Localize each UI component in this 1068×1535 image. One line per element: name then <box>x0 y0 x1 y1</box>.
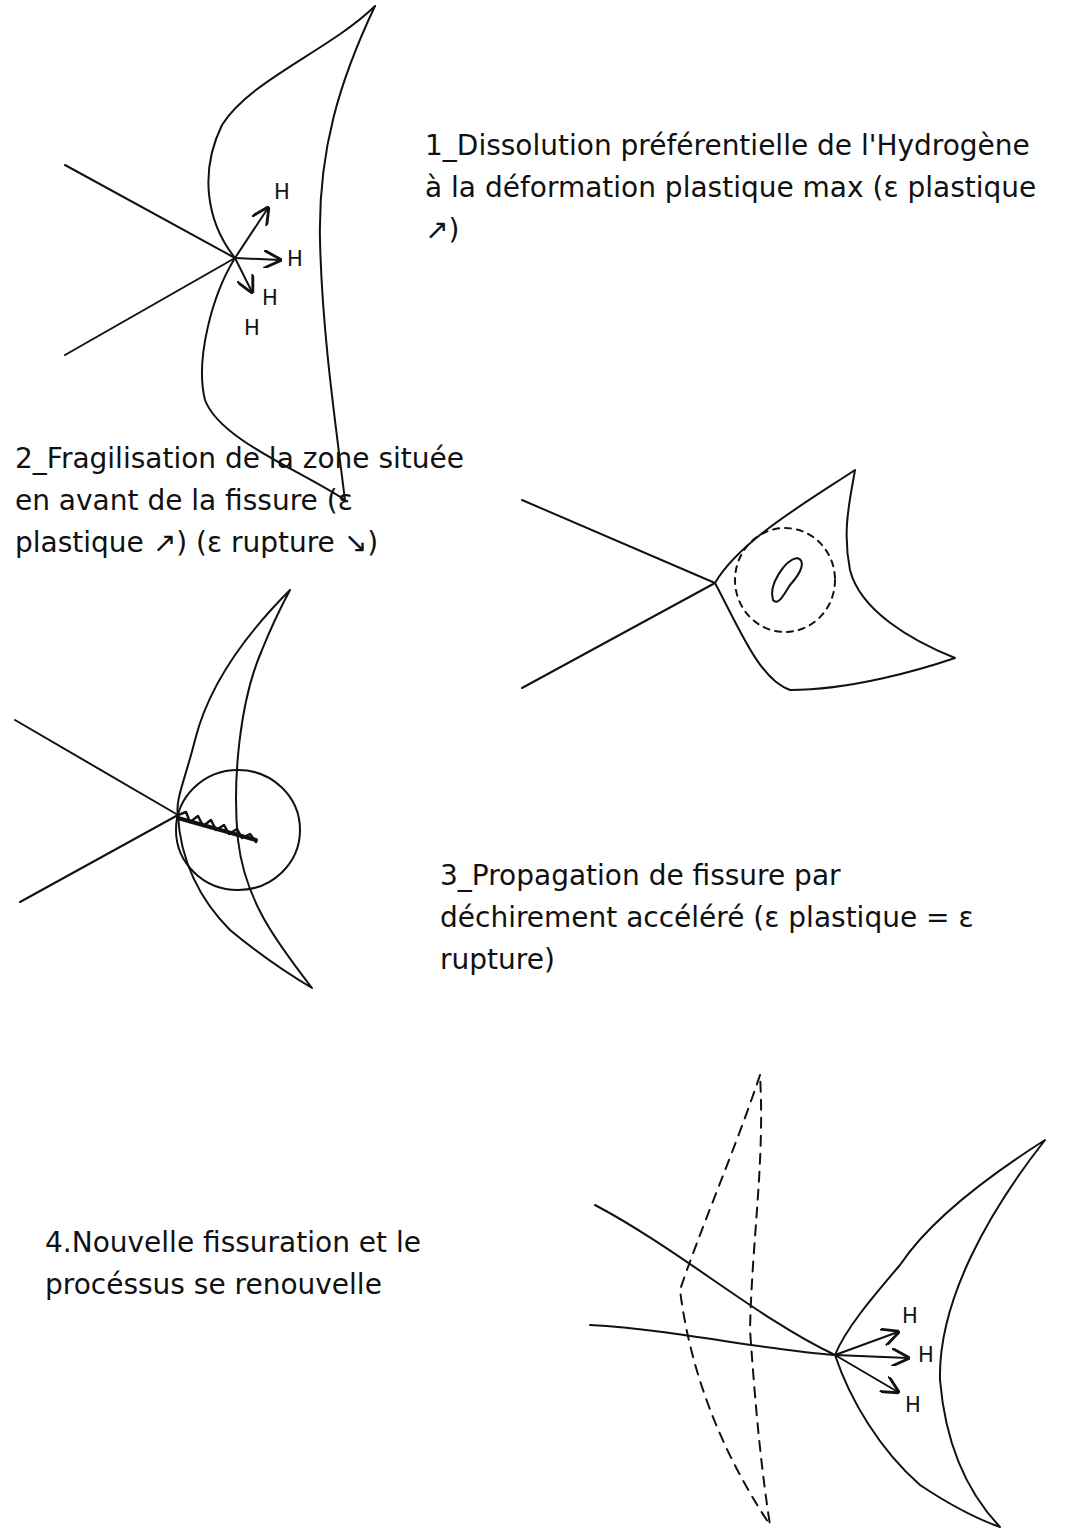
hydrogen-arrow <box>835 1355 898 1392</box>
crack-flanks <box>15 720 178 902</box>
plastic-zone <box>202 6 375 500</box>
step-caption: 3_Propagation de fissure par déchirement… <box>440 855 1020 981</box>
plastic-zone <box>715 470 955 690</box>
hydrogen-label: H <box>244 318 260 339</box>
crack-flanks <box>522 500 715 688</box>
step-caption: 1_Dissolution préférentielle de l'Hydrog… <box>425 125 1050 251</box>
hydrogen-label: H <box>262 288 278 309</box>
stage-1-figure <box>65 6 375 500</box>
hydrogen-label: H <box>902 1306 918 1327</box>
hydrogen-arrow <box>235 208 268 258</box>
hydrogen-label: H <box>905 1395 921 1416</box>
plastic-zone <box>835 1140 1045 1527</box>
stage-2-figure <box>522 470 955 690</box>
step-caption: 2_Fragilisation de la zone située en ava… <box>15 438 485 564</box>
torn-crack <box>178 812 256 842</box>
crack-flanks <box>590 1205 835 1355</box>
hydrogen-arrow <box>835 1355 908 1358</box>
hydrogen-label: H <box>918 1345 934 1366</box>
torn-crack <box>178 818 256 840</box>
previous-plastic-zone <box>680 1075 770 1525</box>
plastic-zone <box>177 590 312 988</box>
hydrogen-label: H <box>287 249 303 270</box>
hydrogen-arrow <box>235 258 252 292</box>
stage-3-figure <box>15 590 312 988</box>
fracture-zone <box>176 770 300 890</box>
stage-4-figure <box>590 1075 1045 1527</box>
hydrogen-arrow <box>235 258 280 260</box>
step-caption: 4.Nouvelle fissuration et le procéssus s… <box>45 1222 525 1306</box>
hydrogen-label: H <box>274 182 290 203</box>
micro-void <box>772 558 802 602</box>
hydrogen-arrow <box>835 1332 898 1355</box>
embrittled-zone <box>735 528 835 632</box>
